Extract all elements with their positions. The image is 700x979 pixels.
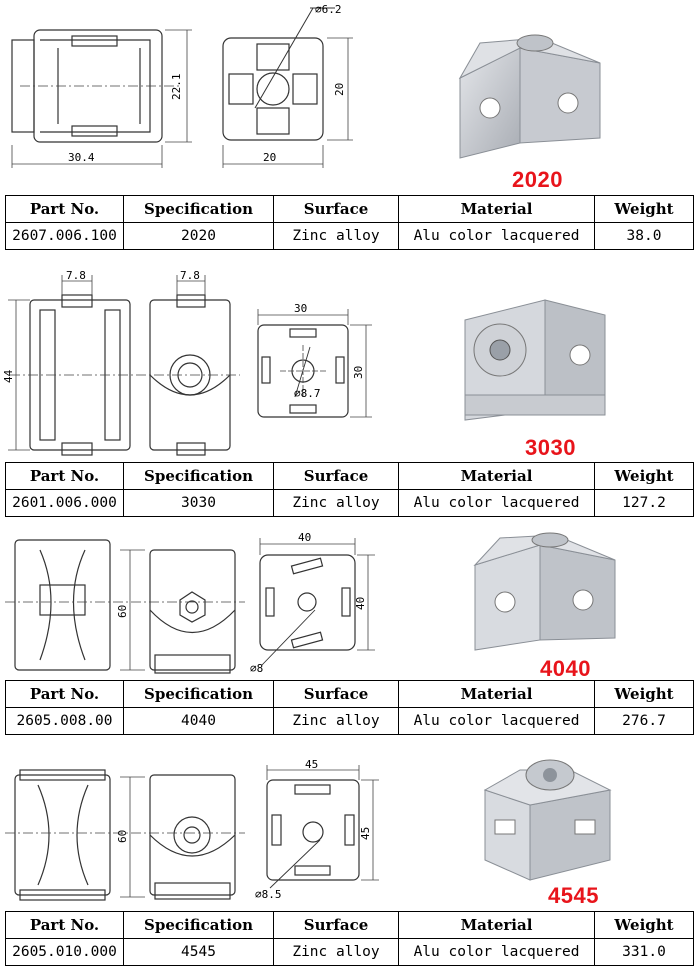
table-row: 2601.006.000 3030 Zinc alloy Alu color l… [5,489,694,517]
header-material: Material [398,462,595,490]
cell-surface: Zinc alloy [273,489,399,517]
side-view-drawing: 7.8 7.8 44 [2,269,240,456]
dim-slot-a: 7.8 [66,269,86,282]
front-view-drawing: 30 30 ⌀8.7 [257,302,372,418]
cell-surface: Zinc alloy [273,938,399,966]
dim-height: 60 [116,830,129,843]
dim-slot-b: 7.8 [180,269,200,282]
dim-height: 44 [2,369,15,383]
table-row: 2607.006.100 2020 Zinc alloy Alu color l… [5,222,694,250]
spec-table: Part No. Specification Surface Material … [5,462,694,517]
cell-weight: 331.0 [594,938,694,966]
dim-hole: ⌀8.7 [294,387,321,400]
spec-table: Part No. Specification Surface Material … [5,911,694,966]
dim-width: 30.4 [68,151,95,164]
header-part-no: Part No. [5,462,124,490]
header-weight: Weight [594,195,694,223]
cell-specification: 2020 [123,222,274,250]
product-label: 4545 [548,883,599,908]
cell-surface: Zinc alloy [273,707,399,735]
product-section-2020: 30.4 22.1 ⌀6.2 20 20 2020 [0,0,700,255]
header-surface: Surface [273,680,399,708]
header-weight: Weight [594,462,694,490]
spec-table: Part No. Specification Surface Material … [5,195,694,250]
header-part-no: Part No. [5,195,124,223]
cell-surface: Zinc alloy [273,222,399,250]
header-weight: Weight [594,680,694,708]
header-weight: Weight [594,911,694,939]
product-section-3030: 7.8 7.8 44 30 30 ⌀8.7 3030 [0,255,700,520]
header-material: Material [398,911,595,939]
cell-weight: 127.2 [594,489,694,517]
header-surface: Surface [273,462,399,490]
dim-face: 30 [294,302,307,315]
header-material: Material [398,195,595,223]
front-view-drawing: 40 40 ⌀8 [250,531,375,675]
spec-table: Part No. Specification Surface Material … [5,680,694,735]
cell-specification: 4040 [123,707,274,735]
table-header-row: Part No. Specification Surface Material … [5,195,694,223]
dim-face-side: 20 [333,83,346,96]
front-view-drawing: ⌀6.2 20 20 [222,3,353,168]
product-label: 2020 [512,167,563,192]
table-header-row: Part No. Specification Surface Material … [5,680,694,708]
product-photo [483,759,612,881]
dim-face: 40 [298,531,311,544]
cell-material: Alu color lacquered [398,222,595,250]
table-header-row: Part No. Specification Surface Material … [5,462,694,490]
cell-weight: 276.7 [594,707,694,735]
side-view-drawing: 60 [5,769,245,901]
dim-face: 45 [305,758,318,771]
product-section-4545: 60 45 45 ⌀8.5 4545 Par [0,745,700,979]
dim-hole: ⌀6.2 [315,3,342,16]
dim-face-side: 40 [354,597,367,610]
cell-material: Alu color lacquered [398,489,595,517]
cell-part-no: 2607.006.100 [5,222,124,250]
header-specification: Specification [123,195,274,223]
dim-hole: ⌀8 [250,662,263,675]
product-label: 4040 [540,656,591,681]
table-row: 2605.010.000 4545 Zinc alloy Alu color l… [5,938,694,966]
cell-material: Alu color lacquered [398,707,595,735]
product-section-4040: 60 40 40 ⌀8 4040 Part No. [0,520,700,745]
dim-hole: ⌀8.5 [255,888,282,901]
product-photo [464,299,606,421]
header-part-no: Part No. [5,680,124,708]
product-photo [473,532,616,651]
cell-part-no: 2601.006.000 [5,489,124,517]
cell-specification: 4545 [123,938,274,966]
cell-weight: 38.0 [594,222,694,250]
header-surface: Surface [273,911,399,939]
header-part-no: Part No. [5,911,124,939]
product-label: 3030 [525,435,576,460]
cell-material: Alu color lacquered [398,938,595,966]
side-view-drawing: 60 [5,539,245,674]
dim-face-side: 45 [359,827,372,840]
dim-face: 20 [263,151,276,164]
dim-face-side: 30 [352,366,365,379]
side-view-drawing: 30.4 22.1 [11,29,192,168]
cell-part-no: 2605.008.00 [5,707,124,735]
dim-height: 22.1 [170,74,183,101]
cell-part-no: 2605.010.000 [5,938,124,966]
header-surface: Surface [273,195,399,223]
table-header-row: Part No. Specification Surface Material … [5,911,694,939]
cell-specification: 3030 [123,489,274,517]
dim-height: 60 [116,605,129,618]
product-photo [458,34,601,159]
table-row: 2605.008.00 4040 Zinc alloy Alu color la… [5,707,694,735]
header-specification: Specification [123,680,274,708]
header-material: Material [398,680,595,708]
header-specification: Specification [123,911,274,939]
header-specification: Specification [123,462,274,490]
front-view-drawing: 45 45 ⌀8.5 [255,758,379,901]
